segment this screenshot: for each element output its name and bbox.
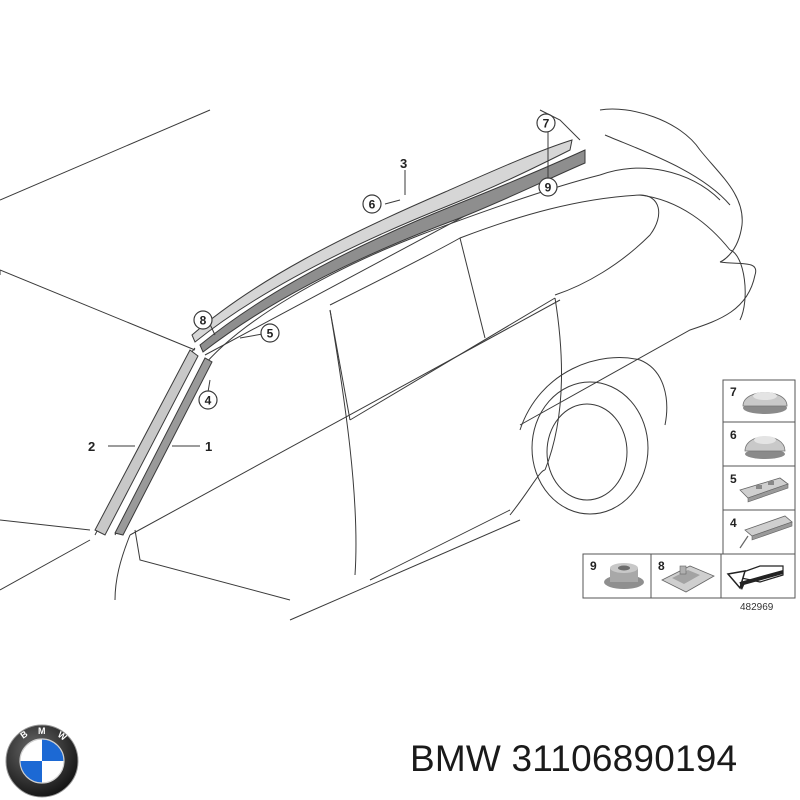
legend-num-6: 6: [730, 428, 737, 442]
legend-num-5: 5: [730, 472, 737, 486]
svg-text:5: 5: [267, 327, 274, 341]
clip-part-5-image: [739, 477, 789, 503]
legend-num-9: 9: [590, 559, 597, 573]
bmw-logo: B M W: [5, 724, 79, 798]
callout-9: 9: [538, 177, 558, 197]
parts-legend: 7 6 5 4 9 8: [582, 379, 796, 613]
bracket-part-8-image: [661, 565, 715, 593]
legend-num-8: 8: [658, 559, 665, 573]
logo-letter-b: B: [18, 728, 29, 740]
svg-text:8: 8: [200, 314, 207, 328]
svg-text:4: 4: [205, 394, 212, 408]
cap-part-6-image: [744, 436, 786, 459]
callout-2: 2: [88, 439, 95, 454]
part-number-text: BMW 31106890194: [410, 738, 738, 779]
callout-7: 7: [536, 113, 556, 133]
logo-letter-m: M: [38, 726, 46, 736]
legend-num-7: 7: [730, 385, 737, 399]
svg-text:6: 6: [369, 198, 376, 212]
legend-num-4: 4: [730, 516, 737, 530]
cap-part-7-image: [742, 392, 788, 414]
callouts: 1 2 3 4 5 6 7 8 9: [88, 113, 558, 454]
callout-5: 5: [260, 323, 280, 343]
svg-text:9: 9: [545, 181, 552, 195]
car-outline: [0, 108, 757, 621]
diagram-number: 482969: [740, 602, 774, 613]
callout-3: 3: [400, 156, 407, 171]
roof-trim-strips: [94, 139, 586, 536]
svg-text:7: 7: [543, 117, 550, 131]
callout-4: 4: [198, 390, 218, 410]
grommet-part-9-image: [604, 563, 644, 589]
callout-8: 8: [193, 310, 213, 330]
callout-1: 1: [205, 439, 212, 454]
callout-6: 6: [362, 194, 382, 214]
clip-part-4-image: [739, 515, 793, 549]
arrow-icon: [726, 565, 784, 590]
